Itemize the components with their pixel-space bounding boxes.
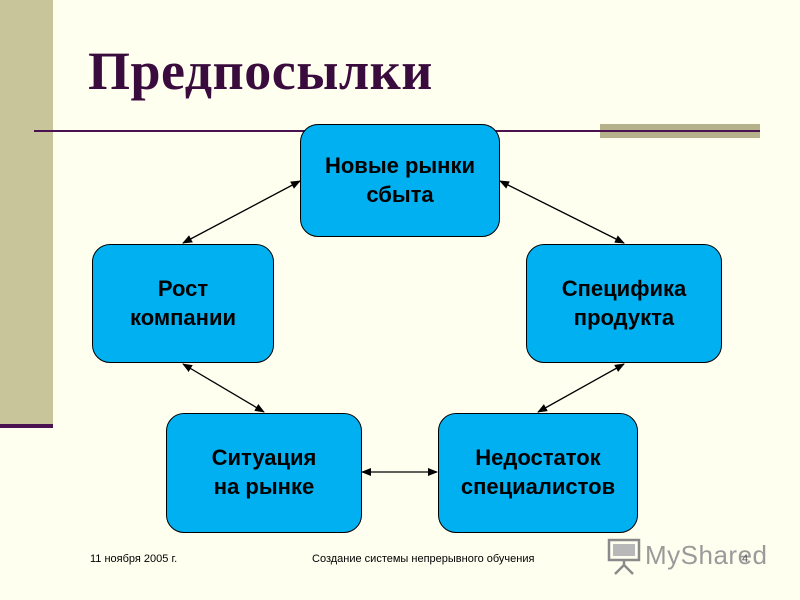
myshared-logo: MyShared [607,536,767,576]
arrow-top-left [182,180,301,244]
presentation-board-icon [607,538,641,575]
node-company-growth: Рост компании [92,244,274,363]
page-number: 4 [742,553,749,565]
footer-date: 11 ноября 2005 г. [90,553,178,565]
footer-title: Создание системы непрерывного обучения [312,553,535,565]
arrow-left-bottomleft [182,363,265,413]
decorative-left-band [0,0,53,425]
arrow-right-bottomright [537,363,625,413]
node-new-markets: Новые рынки сбыта [300,124,500,237]
node-market-situation: Ситуация на рынке [166,413,362,533]
slide-title: Предпосылки [88,41,433,101]
logo-text: MyShared [645,540,768,570]
decorative-left-band-foot [0,424,53,428]
title-underline-accent [600,130,760,132]
arrow-top-right [499,180,625,244]
node-product-specifics: Специфика продукта [526,244,722,363]
node-specialist-shortage: Недостаток специалистов [438,413,638,533]
